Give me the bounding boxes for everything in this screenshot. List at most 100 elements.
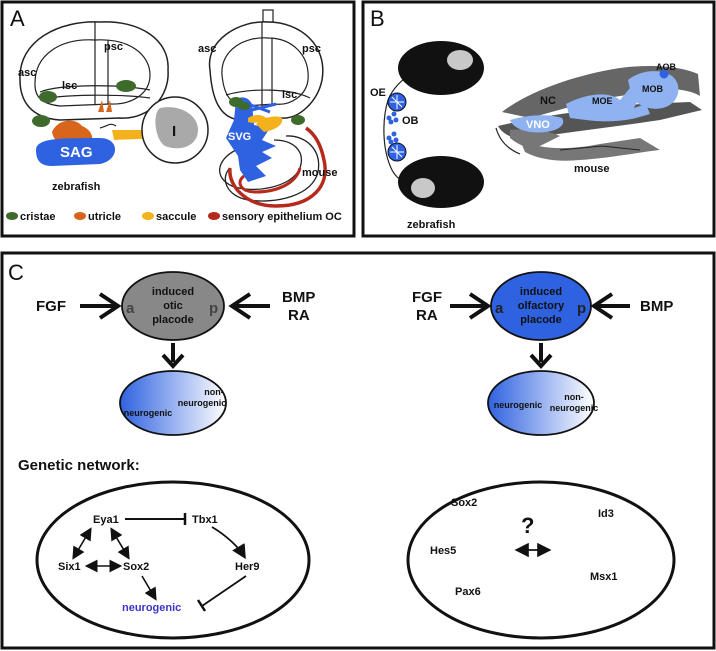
mouse-species-label: mouse [302, 167, 337, 179]
legend-label-oc: sensory epithelium OC [222, 211, 342, 223]
gene-msx1: Msx1 [590, 571, 618, 583]
olf-network-outline [406, 480, 676, 640]
panel-a-legend: cristae utricle saccule sensory epitheli… [6, 211, 342, 223]
panel-b-letter: B [370, 6, 385, 31]
otic-induction: FGF induced otic placode a p BMP RA non-… [36, 271, 315, 436]
olfactory-result [487, 370, 595, 436]
olf-placode-line-3: placode [520, 314, 562, 326]
olf-axis-a: a [495, 300, 504, 317]
mouse-svg-label: SVG [228, 131, 251, 143]
svg-ganglion [226, 97, 276, 182]
arrow-left-icon [228, 292, 270, 320]
olf-left-signal-1: FGF [412, 289, 442, 306]
mouse-inner-ear: SVG asc psc lsc mouse [198, 9, 337, 208]
mouse-moe-label: MOE [592, 96, 613, 106]
zebrafish-head: OE OB zebrafish [370, 41, 484, 231]
otic-axis-p: p [209, 300, 218, 317]
zebrafish-psc-label: psc [104, 41, 123, 53]
saccule-icon [248, 115, 266, 123]
mouse-aob-label: AOB [656, 62, 677, 72]
gene-tbx1: Tbx1 [192, 514, 218, 526]
legend-swatch-saccule [142, 212, 154, 220]
olf-placode-line-2: olfactory [518, 300, 565, 312]
panel-b: B OE OB zebrafish [361, 0, 716, 238]
gene-her9: Her9 [235, 561, 259, 573]
zebrafish-inner-ear: SAG I asc psc lsc zebrafish [18, 21, 209, 193]
legend-swatch-cristae [6, 212, 18, 220]
arrow-left-icon [590, 292, 630, 320]
legend-swatch-oc [208, 212, 220, 220]
zebrafish-oe-label: OE [370, 87, 386, 99]
olf-result-non-1: non- [564, 392, 584, 402]
mob-region [628, 71, 679, 109]
mouse-nasal-cavity: NC MOE MOB AOB VNO mouse [495, 62, 702, 175]
crista-icon [238, 102, 250, 110]
otic-result-non-1: non- [204, 387, 224, 397]
mouse-vno-label: VNO [526, 119, 550, 131]
legend-swatch-utricle [74, 212, 86, 220]
moe-region [566, 88, 650, 122]
crista-icon [39, 91, 57, 103]
legend-label-utricle: utricle [88, 211, 121, 223]
arrow-down-icon [161, 343, 185, 369]
otic-result-non-2: neurogenic [178, 398, 227, 408]
lens-icon [411, 178, 435, 198]
crista-icon [291, 115, 305, 125]
legend-label-saccule: saccule [156, 211, 196, 223]
mouse-asc-label: asc [198, 43, 216, 55]
zebrafish-species-label-b: zebrafish [407, 219, 456, 231]
olf-result-neurogenic: neurogenic [494, 400, 543, 410]
unknown-interaction-mark: ? [521, 513, 534, 538]
gene-sox2: Sox2 [123, 561, 149, 573]
mouse-nc-label: NC [540, 95, 556, 107]
zebrafish-lsc-label: lsc [62, 80, 77, 92]
gene-eya1: Eya1 [93, 514, 119, 526]
arrow-right-icon [450, 292, 492, 320]
sag-label: SAG [60, 144, 93, 161]
utricle-mark-icon [106, 100, 112, 112]
gene-sox2-olf: Sox2 [451, 497, 477, 509]
zebrafish-species-label: zebrafish [52, 181, 101, 193]
zebrafish-asc-label: asc [18, 67, 36, 79]
otic-right-signal-1: BMP [282, 289, 315, 306]
mouse-lsc-label: lsc [282, 89, 297, 101]
gene-hes5: Hes5 [430, 545, 456, 557]
otic-genetic-network: Eya1 Tbx1 Six1 Sox2 Her9 neurogenic [35, 480, 311, 640]
gene-neurogenic: neurogenic [122, 602, 181, 614]
arrow-right-icon [80, 292, 122, 320]
i-structure [155, 107, 198, 149]
aob-icon [659, 69, 669, 79]
olf-result-non-2: neurogenic [550, 403, 599, 413]
otic-left-signal: FGF [36, 298, 66, 315]
mouse-species-label-b: mouse [574, 163, 609, 175]
otic-network-outline [35, 480, 311, 640]
vno-region [510, 115, 564, 133]
i-label: I [172, 123, 176, 140]
panel-c: C FGF induced otic placode a p BMP RA no… [0, 251, 716, 650]
eye-icon [398, 156, 484, 208]
crista-icon [116, 80, 136, 92]
panel-a: A SAG I asc [0, 0, 356, 238]
network-title: Genetic network: [18, 457, 140, 474]
otic-result [119, 370, 227, 436]
otic-placode-line-2: otic [163, 300, 183, 312]
eye-icon [398, 41, 484, 95]
gene-pax6: Pax6 [455, 586, 481, 598]
otic-right-signal-2: RA [288, 307, 310, 324]
otic-placode-line-3: placode [152, 314, 194, 326]
olf-axis-p: p [577, 300, 586, 317]
zebrafish-ob-label: OB [402, 115, 419, 127]
crista-icon [32, 115, 50, 127]
lens-icon [447, 50, 473, 70]
gene-id3: Id3 [598, 508, 614, 520]
olf-left-signal-2: RA [416, 307, 438, 324]
otic-placode-line-1: induced [152, 286, 194, 298]
panel-a-letter: A [10, 6, 25, 31]
otic-result-neurogenic: neurogenic [124, 408, 173, 418]
mouse-mob-label: MOB [642, 84, 663, 94]
utricle-mark-icon [98, 100, 104, 112]
legend-label-cristae: cristae [20, 211, 55, 223]
sag-ganglion [36, 138, 115, 166]
olfactory-genetic-network: Sox2 Id3 Hes5 Msx1 Pax6 ? [406, 480, 676, 640]
